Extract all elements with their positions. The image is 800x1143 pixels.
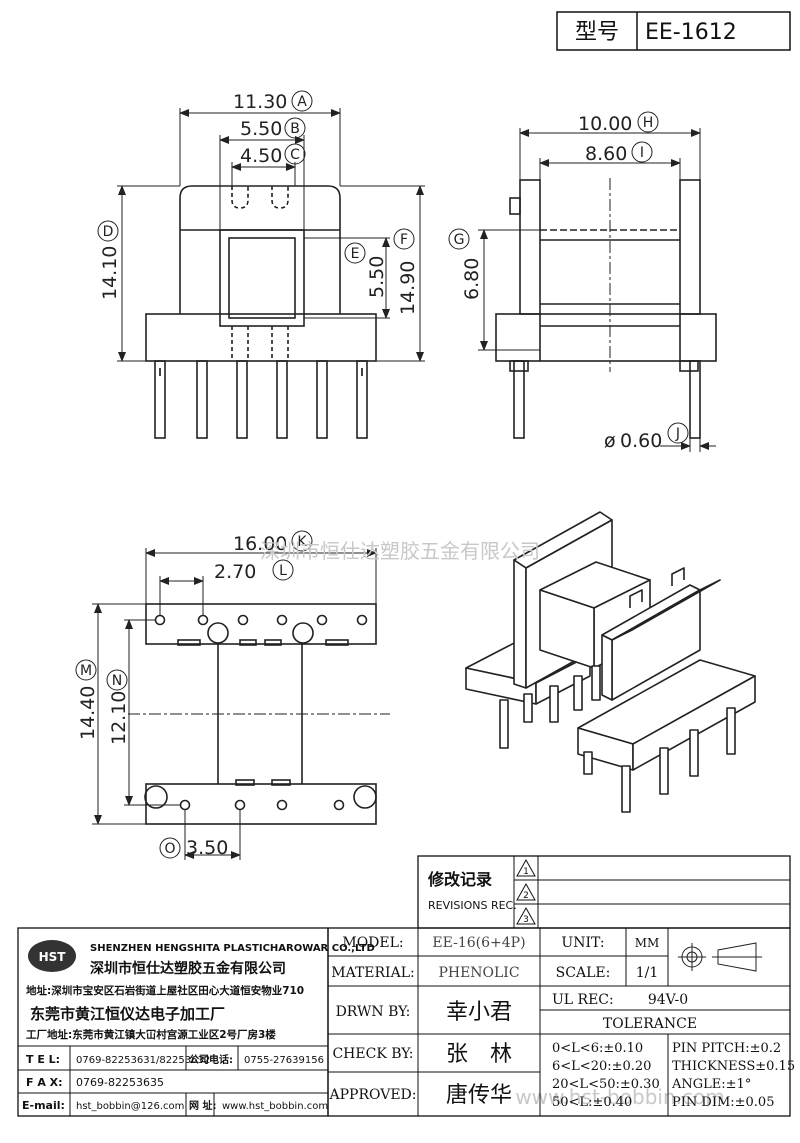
- factory-name: 东莞市黄江恒仪达电子加工厂: [30, 1005, 225, 1023]
- check-by-label: CHECK BY:: [332, 1046, 413, 1062]
- side-view: [495, 178, 717, 439]
- front-view-labels: 11.30 A 5.50 B 4.50 C D 14.10 E 5.50 F 1…: [97, 90, 419, 315]
- dim-o-value: 3.50: [186, 837, 228, 859]
- tol-right-3: ANGLE:±1°: [671, 1077, 751, 1092]
- web-label: 网 址:: [189, 1099, 216, 1112]
- dim-f-circle-label: F: [400, 232, 408, 248]
- unit-value: MM: [635, 936, 660, 950]
- bottom-view-labels: 16.00 K 2.70 L M 14.40 N 12.10 O 3.50: [75, 530, 313, 859]
- dim-c-value: 4.50: [240, 145, 282, 167]
- email-label: E-mail:: [22, 1099, 65, 1112]
- dim-d-value: 14.10: [99, 246, 121, 300]
- tel-value: 0769-82253631/82253632: [76, 1055, 210, 1066]
- dim-a-circle-label: A: [297, 94, 307, 110]
- tol-left-3: 20<L<50:±0.30: [552, 1077, 660, 1092]
- company-logo-text: HST: [39, 950, 67, 964]
- dim-n-value: 12.10: [108, 691, 130, 745]
- tol-right-2: THICKNESS±0.15: [672, 1059, 795, 1074]
- watermark-cn: 深圳市恒仕达塑胶五金有限公司: [260, 539, 540, 563]
- projection-symbol-icon: [678, 942, 762, 972]
- revisions-label-cn: 修改记录: [427, 870, 492, 889]
- dim-b-circle-label: B: [290, 121, 300, 137]
- dim-l-value: 2.70: [214, 561, 256, 583]
- material-value: PHENOLIC: [438, 965, 519, 981]
- dim-n-circle-label: N: [112, 673, 122, 689]
- spec-block: MODEL: EE-16(6+4P) UNIT: MM MATERIAL: PH…: [327, 927, 795, 1117]
- dim-h-value: 10.00: [578, 113, 632, 135]
- ul-rec-label: UL REC:: [552, 992, 614, 1008]
- factory-address: 工厂地址:东莞市黄江镇大冚村宫源工业区2号厂房3楼: [26, 1028, 276, 1041]
- tol-left-1: 0<L<6:±0.10: [552, 1041, 643, 1056]
- watermark-url: www.hst-bobbin.com: [515, 1085, 724, 1109]
- unit-label: UNIT:: [561, 935, 604, 951]
- side-view-labels: 10.00 H 8.60 I G 6.80 ø 0.60 J: [448, 111, 689, 452]
- dim-g-circle-label: G: [454, 232, 465, 248]
- title-block-header: 型号 EE-1612: [556, 11, 791, 51]
- revisions-block: 修改记录 REVISIONS REC. 1 2 3: [417, 855, 791, 929]
- dim-k-circle-label: K: [297, 534, 307, 550]
- phone-label: 公司电话:: [189, 1053, 233, 1066]
- dim-j-value: 0.60: [620, 430, 662, 452]
- web-value: www.hst_bobbin.com: [222, 1101, 328, 1112]
- model-label: MODEL:: [342, 935, 403, 951]
- dim-b-value: 5.50: [240, 118, 282, 140]
- tol-left-2: 6<L<20:±0.20: [552, 1059, 651, 1074]
- tol-right-1: PIN PITCH:±0.2: [672, 1041, 781, 1056]
- dim-j-prefix: ø: [604, 430, 616, 452]
- dim-i-value: 8.60: [585, 143, 627, 165]
- dim-i-circle-label: I: [640, 145, 644, 161]
- revisions-label-en: REVISIONS REC.: [428, 899, 517, 912]
- revision-3: 3: [523, 915, 529, 925]
- bottom-view-dimensions: [92, 548, 377, 860]
- tel-label: T E L:: [26, 1053, 60, 1066]
- scale-value: 1/1: [636, 965, 659, 981]
- dim-h-circle-label: H: [643, 115, 654, 131]
- dim-l-circle-label: L: [279, 563, 287, 579]
- dim-m-value: 14.40: [77, 686, 99, 740]
- dim-o-circle-label: O: [164, 841, 175, 857]
- tolerance-heading: TOLERANCE: [603, 1016, 697, 1032]
- approved-value: 唐传华: [446, 1083, 512, 1108]
- dim-g-value: 6.80: [461, 258, 483, 300]
- revision-2: 2: [523, 891, 529, 901]
- phone-value: 0755-27639156: [244, 1055, 324, 1066]
- dim-k-value: 16.00: [233, 533, 287, 555]
- email-value: hst_bobbin@126.com: [76, 1101, 184, 1112]
- front-view: [145, 185, 377, 439]
- part-number: EE-1612: [645, 20, 737, 45]
- scale-label: SCALE:: [556, 965, 611, 981]
- company-address: 地址:深圳市宝安区石岩街道上屋社区田心大道恒安物业710: [26, 984, 304, 997]
- tol-left-4: 50<L:±0.40: [552, 1095, 632, 1110]
- dim-c-circle-label: C: [290, 147, 300, 163]
- dim-j-circle-label: J: [675, 426, 680, 442]
- dim-d-circle-label: D: [103, 224, 114, 240]
- company-block: HST SHENZHEN HENGSHITA PLASTICHAROWAR CO…: [17, 927, 375, 1117]
- drawn-by-value: 幸小君: [446, 1000, 512, 1025]
- approved-label: APPROVED:: [329, 1087, 417, 1103]
- bottom-view: [128, 603, 390, 825]
- check-by-value: 张 林: [446, 1042, 512, 1067]
- dim-a-value: 11.30: [233, 91, 287, 113]
- dim-e-circle-label: E: [351, 246, 360, 262]
- tol-right-4: PIN DIM:±0.05: [672, 1095, 774, 1110]
- material-label: MATERIAL:: [331, 965, 414, 981]
- dim-m-circle-label: M: [80, 663, 92, 679]
- isometric-view: [465, 511, 756, 813]
- revision-1: 1: [523, 867, 529, 877]
- dim-f-value: 14.90: [397, 261, 419, 315]
- fax-label: F A X:: [26, 1076, 63, 1089]
- side-view-dimensions: [478, 128, 716, 452]
- model-value: EE-16(6+4P): [432, 935, 525, 951]
- ul-rec-value: 94V-0: [648, 992, 688, 1008]
- company-logo-icon: [28, 940, 76, 972]
- company-name-cn: 深圳市恒仕达塑胶五金有限公司: [90, 960, 286, 977]
- fax-value: 0769-82253635: [76, 1076, 164, 1089]
- dim-e-value: 5.50: [366, 256, 388, 298]
- type-label: 型号: [575, 20, 619, 45]
- drawn-by-label: DRWN BY:: [336, 1004, 411, 1020]
- company-name-en: SHENZHEN HENGSHITA PLASTICHAROWAR CO.,LT…: [90, 943, 375, 954]
- front-view-dimensions: [117, 108, 425, 362]
